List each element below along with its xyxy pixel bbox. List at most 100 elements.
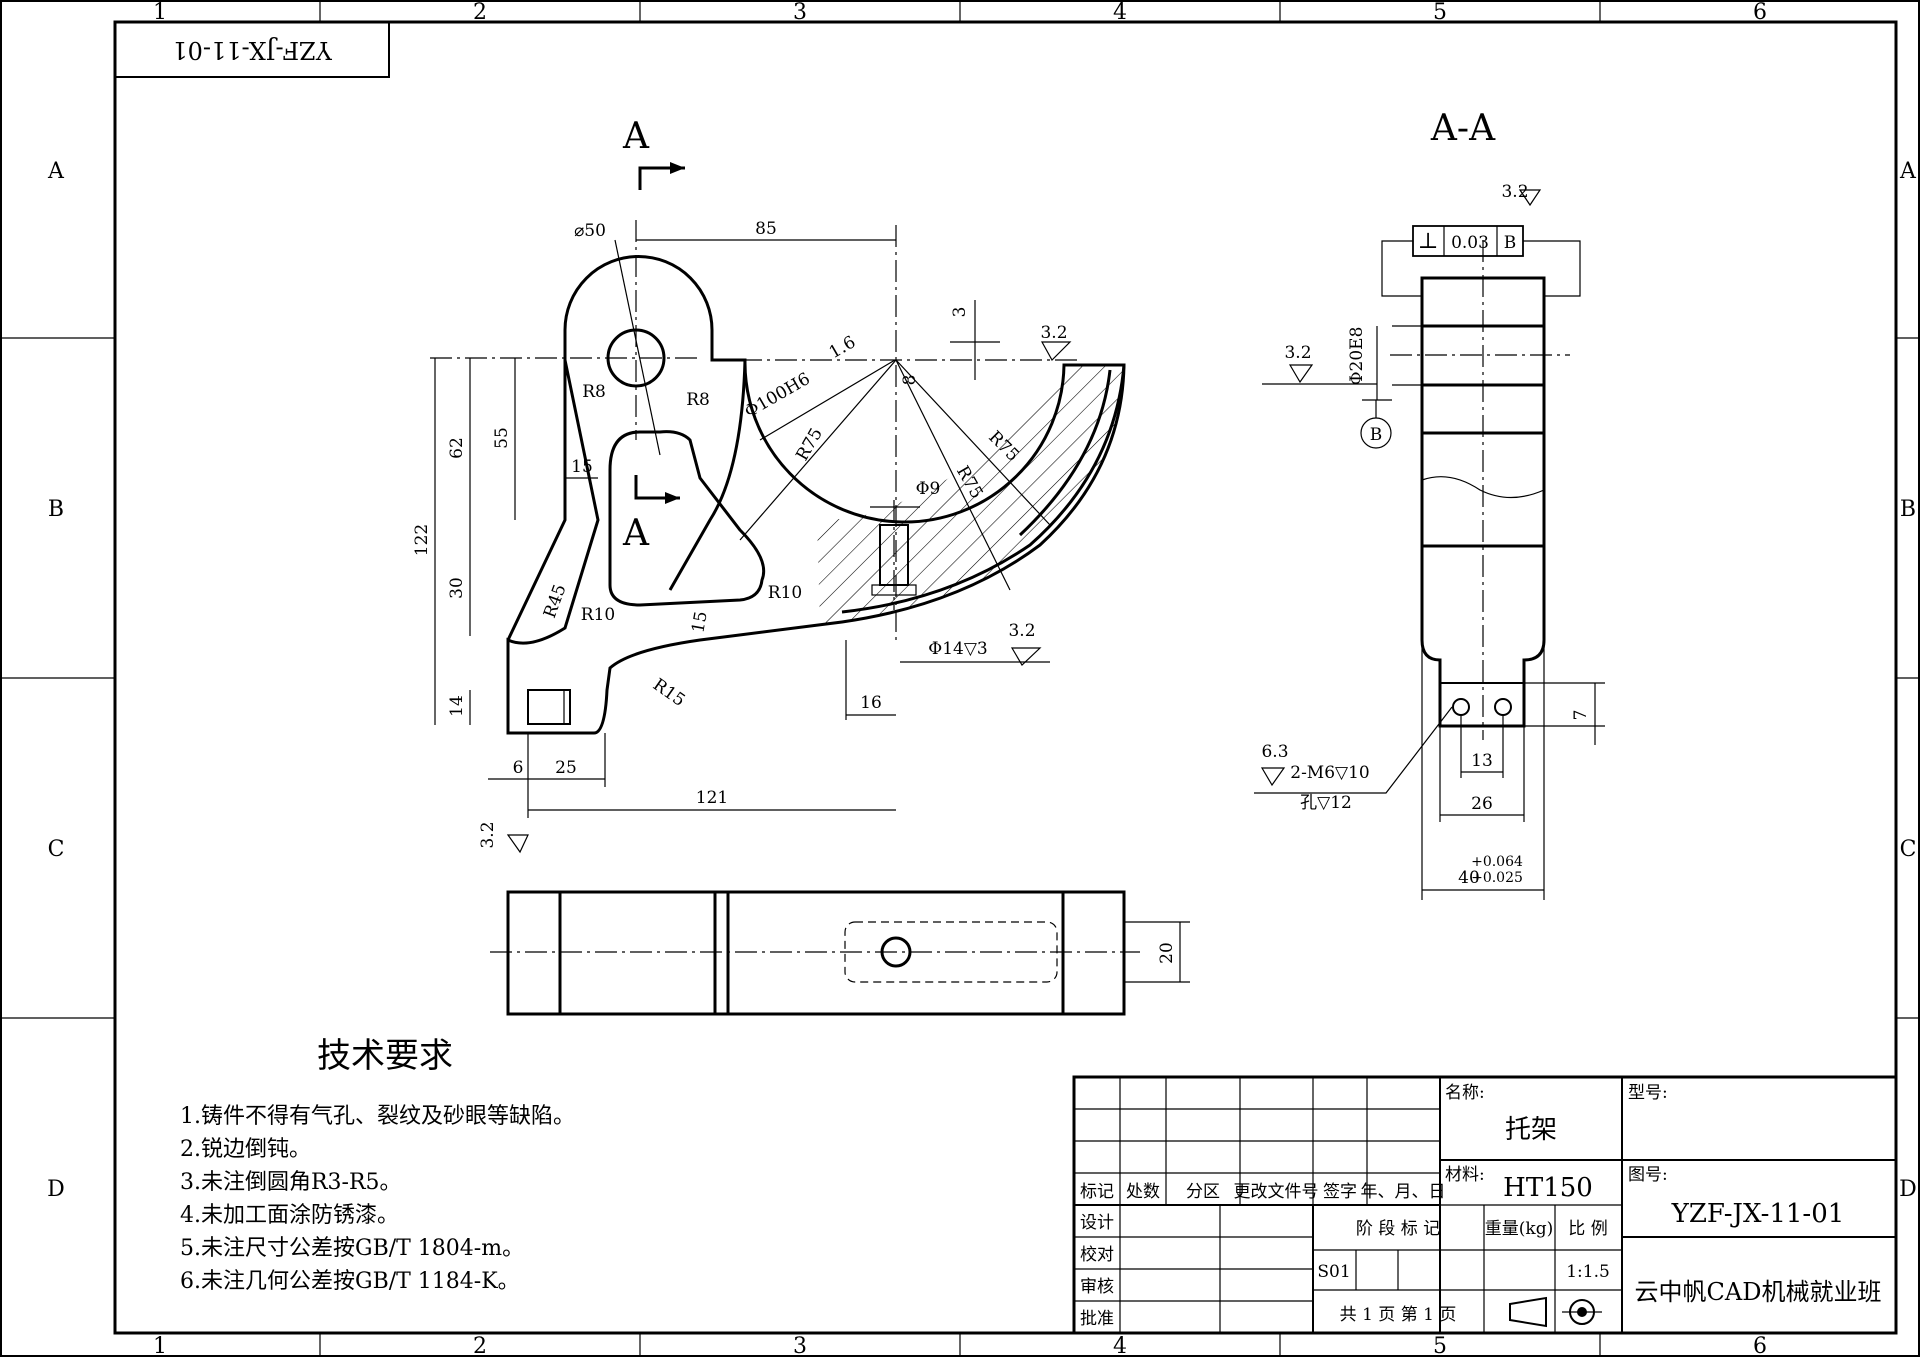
col-label-4-bottom: 4 [1113,1334,1127,1357]
tech-requirements: 技术要求 1.铸件不得有气孔、裂纹及砂眼等缺陷。 2.锐边倒钝。 3.未注倒圆角… [180,1036,575,1294]
col-label-1: 1 [153,0,167,25]
dim-30: 30 [447,577,467,599]
dim-40: 40 [1458,868,1480,888]
dim-40-upper: +0.064 [1471,854,1523,870]
dim-8: 8 [900,375,920,386]
mirrored-drawing-number: YZF-JX-11-01 [172,36,332,64]
col-label-3: 3 [793,0,807,25]
dim-phi14: Φ14▽3 [928,639,987,659]
dim-20: 20 [1157,942,1177,964]
dim-16: 16 [860,693,882,713]
rev-header-date: 年、月、日 [1361,1182,1446,1202]
name-label: 名称: [1445,1083,1485,1103]
tech-item-1: 1.铸件不得有气孔、裂纹及砂眼等缺陷。 [180,1104,575,1129]
datum-b: B [1370,425,1383,445]
roughness-1-6: 1.6 [826,332,859,363]
arrow-mid-head [665,492,680,504]
col-label-3-bottom: 3 [793,1334,807,1357]
r75-line-1 [739,359,897,541]
roughness-3-2-d: 3.2 [1501,182,1528,202]
dim-3: 3 [950,307,970,318]
dim-55: 55 [492,427,512,449]
tech-item-3: 3.未注倒圆角R3-R5。 [180,1170,402,1195]
base-thread-outline [527,689,571,725]
tolerance-symbol: ⊥ [1418,229,1439,254]
dim-85: 85 [755,219,777,239]
drawing-no-value: YZF-JX-11-01 [1671,1199,1845,1229]
dim-13: 13 [1471,751,1493,771]
front-outline-left [506,360,567,641]
section-dimensions [1254,325,1605,900]
dim-15-b: 15 [688,610,711,635]
stage-label: 阶 段 标 记 [1356,1219,1440,1239]
dim-26: 26 [1471,794,1493,814]
col-label-1-bottom: 1 [153,1334,167,1357]
section-view-title: A-A [1430,108,1496,149]
roughness-3-2-b: 3.2 [1008,621,1035,641]
col-label-5: 5 [1433,0,1447,25]
roughness-3-2-e: 3.2 [1284,343,1311,363]
role-approve: 批准 [1080,1309,1114,1329]
section-view [1381,225,1581,740]
dim-m6: 2-M6▽10 [1290,763,1370,783]
dim-15-a: 15 [571,457,593,477]
role-check: 校对 [1080,1245,1114,1265]
row-label-a-right: A [1899,159,1917,184]
section-arrow-top [638,166,685,190]
web-line [668,359,747,591]
material-value: HT150 [1503,1173,1593,1203]
row-label-d: D [47,1177,65,1202]
scale-label: 比 例 [1568,1219,1607,1239]
section-arrow-mid [634,475,680,500]
roughness-6-3: 6.3 [1261,742,1288,762]
col-label-5-bottom: 5 [1433,1334,1447,1357]
row-label-c: C [48,837,65,862]
inner-window [608,430,766,607]
row-label-b-right: B [1900,497,1916,522]
dim-phi20e8: Φ20E8 [1347,327,1367,386]
section-label-mid: A [622,513,650,554]
dim-r45: R45 [540,582,571,621]
jaw-inner-curve [841,364,1126,614]
name-value: 托架 [1505,1115,1557,1145]
dim-r15: R15 [649,675,689,711]
dim-40-lower: +0.025 [1471,870,1523,886]
roughness-3-2-c: 3.2 [478,821,498,848]
hatch-right-jaw [817,365,1124,625]
weight-label: 重量(kg) [1485,1219,1553,1239]
rev-header-count: 处数 [1126,1182,1160,1202]
roughness-3-2-a: 3.2 [1040,323,1067,343]
role-design: 设计 [1080,1213,1114,1233]
dim-r8-b: R8 [686,390,710,410]
front-outline [506,255,1126,735]
tech-item-2: 2.锐边倒钝。 [180,1137,311,1162]
dim-r10-a: R10 [581,605,615,625]
dim-122: 122 [412,524,432,556]
r50-leader [614,239,661,456]
col-label-2-bottom: 2 [473,1334,487,1357]
title-block-text: 标记 处数 分区 更改文件号 签字 年、月、日 设计 校对 审核 批准 名称: … [1080,1083,1881,1329]
drawing-no-label: 图号: [1628,1165,1668,1185]
tech-title: 技术要求 [317,1036,453,1076]
rev-header-zone: 分区 [1186,1182,1220,1202]
tolerance-datum: B [1504,233,1517,253]
zone-labels: 1 2 3 4 5 6 1 2 3 4 5 6 A B C D A B C D [47,0,1917,1357]
dim-25: 25 [555,758,577,778]
bottom-view: 20 [490,890,1190,1016]
title-block [1072,1075,1898,1335]
roughness-symbols: 3.2 3.2 3.2 3.2 3.2 6.3 [478,182,1542,854]
dim-7: 7 [1571,710,1591,721]
dim-14: 14 [447,695,467,717]
row-label-b: B [48,497,64,522]
model-label: 型号: [1628,1083,1668,1103]
rev-header-file: 更改文件号 [1234,1182,1319,1202]
mirrored-number-box [114,21,390,78]
phi100-leader [759,359,896,441]
base-thread [527,689,565,725]
inner-frame [113,20,1898,1335]
jaw-inner-curve-2 [1018,369,1112,537]
tolerance-value: 0.03 [1451,233,1489,253]
projection-symbol-icon [1509,1296,1602,1328]
